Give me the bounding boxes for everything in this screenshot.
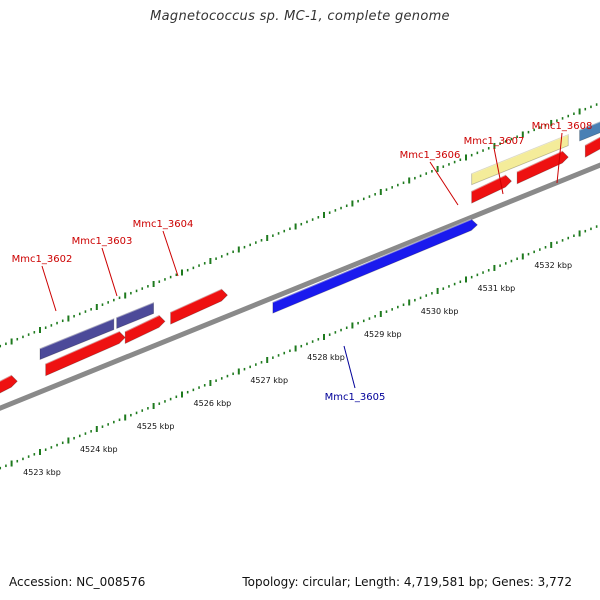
gene-feature-highlight bbox=[579, 120, 600, 131]
gene-feature-highlight bbox=[272, 218, 472, 303]
gene-feature bbox=[516, 150, 569, 185]
gene-label[interactable]: Mmc1_3605 bbox=[325, 392, 386, 403]
gene-feature bbox=[39, 318, 115, 361]
gene-label[interactable]: Mmc1_3604 bbox=[133, 219, 194, 230]
gene-leader-line bbox=[41, 265, 57, 312]
gene-leader-line bbox=[343, 345, 356, 389]
gene-label[interactable]: Mmc1_3607 bbox=[464, 136, 525, 147]
gene-feature bbox=[116, 301, 154, 330]
red-cds-feature-highlight bbox=[584, 136, 600, 146]
red-cds-feature-highlight bbox=[0, 374, 12, 382]
genome-summary-text: Topology: circular; Length: 4,719,581 bp… bbox=[242, 575, 572, 589]
gene-leader-line bbox=[162, 230, 179, 277]
gene-feature bbox=[272, 218, 478, 314]
genome-backbone bbox=[0, 162, 600, 411]
scale-label: 4527 kbp bbox=[250, 376, 288, 385]
outer-tick-ring bbox=[0, 103, 598, 348]
red-cds-feature bbox=[45, 331, 126, 377]
scale-label-layer: 4523 kbp 4524 kbp 4525 kbp 4526 kbp 4527 kbp… bbox=[23, 261, 572, 477]
gene-leader-line bbox=[493, 147, 504, 195]
inner-tick-ring bbox=[0, 225, 598, 470]
gene-feature bbox=[170, 288, 229, 325]
red-cds-feature-highlight bbox=[45, 330, 120, 365]
gene-feature-highlight bbox=[170, 288, 222, 313]
gene-feature-highlight bbox=[471, 133, 569, 175]
gene-label[interactable]: Mmc1_3606 bbox=[400, 150, 461, 161]
red-cds-feature-highlight bbox=[124, 314, 160, 333]
gene-label[interactable]: Mmc1_3603 bbox=[72, 236, 133, 247]
gene-leader-line bbox=[101, 247, 118, 297]
scale-label: 4531 kbp bbox=[478, 284, 516, 293]
gene-feature bbox=[579, 121, 600, 142]
accession-text: Accession: NC_008576 bbox=[9, 575, 146, 589]
scale-label: 4524 kbp bbox=[80, 445, 118, 454]
gene-leader-line bbox=[429, 161, 459, 206]
scale-label: 4528 kbp bbox=[307, 353, 345, 362]
gene-feature bbox=[471, 133, 569, 186]
gene-label[interactable]: Mmc1_3602 bbox=[12, 254, 73, 265]
scale-label: 4529 kbp bbox=[364, 330, 402, 339]
gene-feature-highlight bbox=[516, 150, 563, 173]
map-title: Magnetococcus sp. MC-1, complete genome bbox=[150, 9, 450, 24]
scale-label: 4526 kbp bbox=[194, 399, 232, 408]
feature-layer bbox=[0, 120, 600, 394]
scale-label: 4525 kbp bbox=[137, 422, 175, 431]
gene-leader-line bbox=[556, 132, 563, 184]
gene-feature-highlight bbox=[39, 317, 115, 350]
scale-label: 4532 kbp bbox=[534, 261, 572, 270]
scale-label: 4523 kbp bbox=[23, 468, 61, 477]
red-cds-feature bbox=[584, 136, 600, 158]
red-cds-feature bbox=[124, 314, 166, 345]
gene-label[interactable]: Mmc1_3608 bbox=[532, 121, 593, 132]
red-cds-feature bbox=[0, 374, 18, 394]
gene-feature-highlight bbox=[116, 301, 154, 319]
scale-label: 4530 kbp bbox=[421, 307, 459, 316]
